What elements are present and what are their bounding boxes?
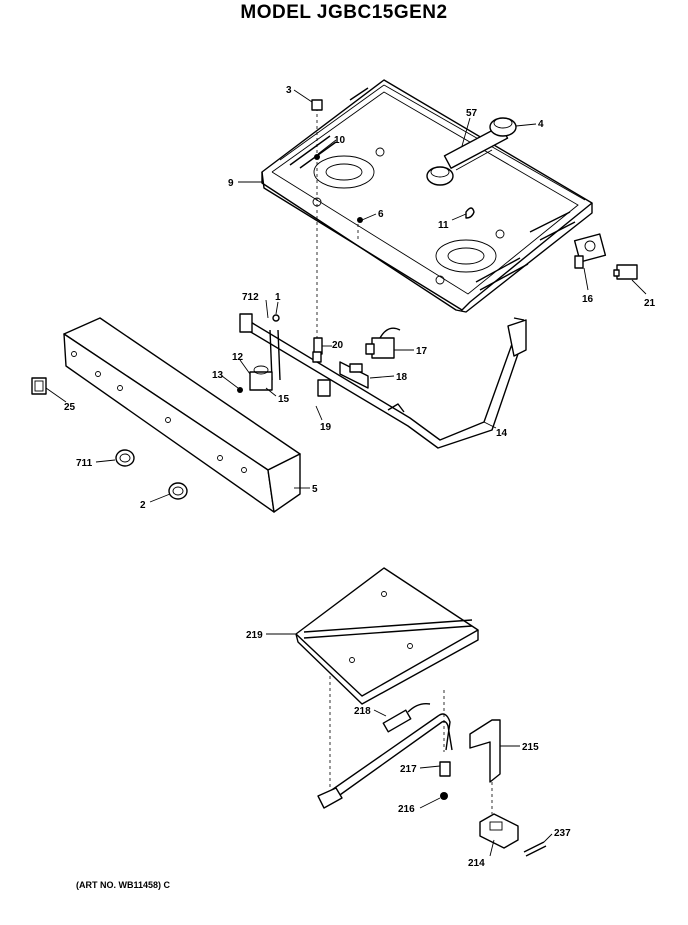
callout-16: 16 xyxy=(582,294,594,305)
part-218-drawing xyxy=(382,702,431,733)
part-6-drawing xyxy=(357,217,363,223)
part-237-drawing xyxy=(523,841,547,857)
callout-1: 1 xyxy=(275,292,281,303)
leader-lines xyxy=(45,89,647,857)
part-2-drawing xyxy=(168,482,188,500)
burner-box-drawing xyxy=(261,79,593,340)
callout-labels: 3 57 4 10 9 6 11 16 21 712 1 20 17 12 13… xyxy=(64,85,656,869)
callout-12: 12 xyxy=(232,352,244,363)
callout-6: 6 xyxy=(378,209,384,220)
art-number: (ART NO. WB11458) C xyxy=(76,880,171,890)
callout-711: 711 xyxy=(76,458,93,469)
callout-4: 4 xyxy=(538,119,544,130)
callout-11: 11 xyxy=(438,220,449,231)
callout-218: 218 xyxy=(354,706,371,717)
manifold-drawing xyxy=(239,313,527,449)
callout-214: 214 xyxy=(468,858,485,869)
callout-217: 217 xyxy=(400,764,417,775)
part-17-drawing xyxy=(365,327,401,359)
callout-20: 20 xyxy=(332,340,344,351)
callout-5: 5 xyxy=(312,484,318,495)
callout-57: 57 xyxy=(466,108,478,119)
part-18-drawing xyxy=(339,361,369,389)
callout-25: 25 xyxy=(64,402,76,413)
callout-17: 17 xyxy=(416,346,428,357)
part-13-drawing xyxy=(237,387,243,393)
callout-216: 216 xyxy=(398,804,415,815)
callout-2: 2 xyxy=(140,500,146,511)
part-25-drawing xyxy=(31,377,47,395)
callout-215: 215 xyxy=(522,742,539,753)
part-217-drawing xyxy=(439,761,451,777)
callout-14: 14 xyxy=(496,428,508,439)
callout-237: 237 xyxy=(554,828,571,839)
part-16-drawing xyxy=(573,233,607,269)
callout-21: 21 xyxy=(644,298,656,309)
broiler-shield-drawing xyxy=(295,567,493,814)
part-21-drawing xyxy=(613,264,638,280)
callout-19: 19 xyxy=(320,422,332,433)
part-214-drawing xyxy=(479,813,519,849)
part-3-drawing xyxy=(311,99,323,111)
part-216-drawing xyxy=(440,792,448,800)
broiler-pipe-drawing xyxy=(317,713,453,809)
callout-3: 3 xyxy=(286,85,292,96)
callout-10: 10 xyxy=(334,135,346,146)
part-20-drawing xyxy=(312,351,322,363)
callout-9: 9 xyxy=(228,178,234,189)
callout-13: 13 xyxy=(212,370,224,381)
callout-219: 219 xyxy=(246,630,263,641)
part-1-drawing xyxy=(272,314,280,322)
callout-15: 15 xyxy=(278,394,290,405)
callout-712: 712 xyxy=(242,292,259,303)
diagram-title: MODEL JGBC15GEN2 xyxy=(240,2,448,23)
part-10-drawing xyxy=(314,154,320,160)
callout-18: 18 xyxy=(396,372,408,383)
control-panel-drawing xyxy=(63,317,301,513)
part-215-drawing xyxy=(469,719,501,783)
part-711-drawing xyxy=(115,449,135,467)
